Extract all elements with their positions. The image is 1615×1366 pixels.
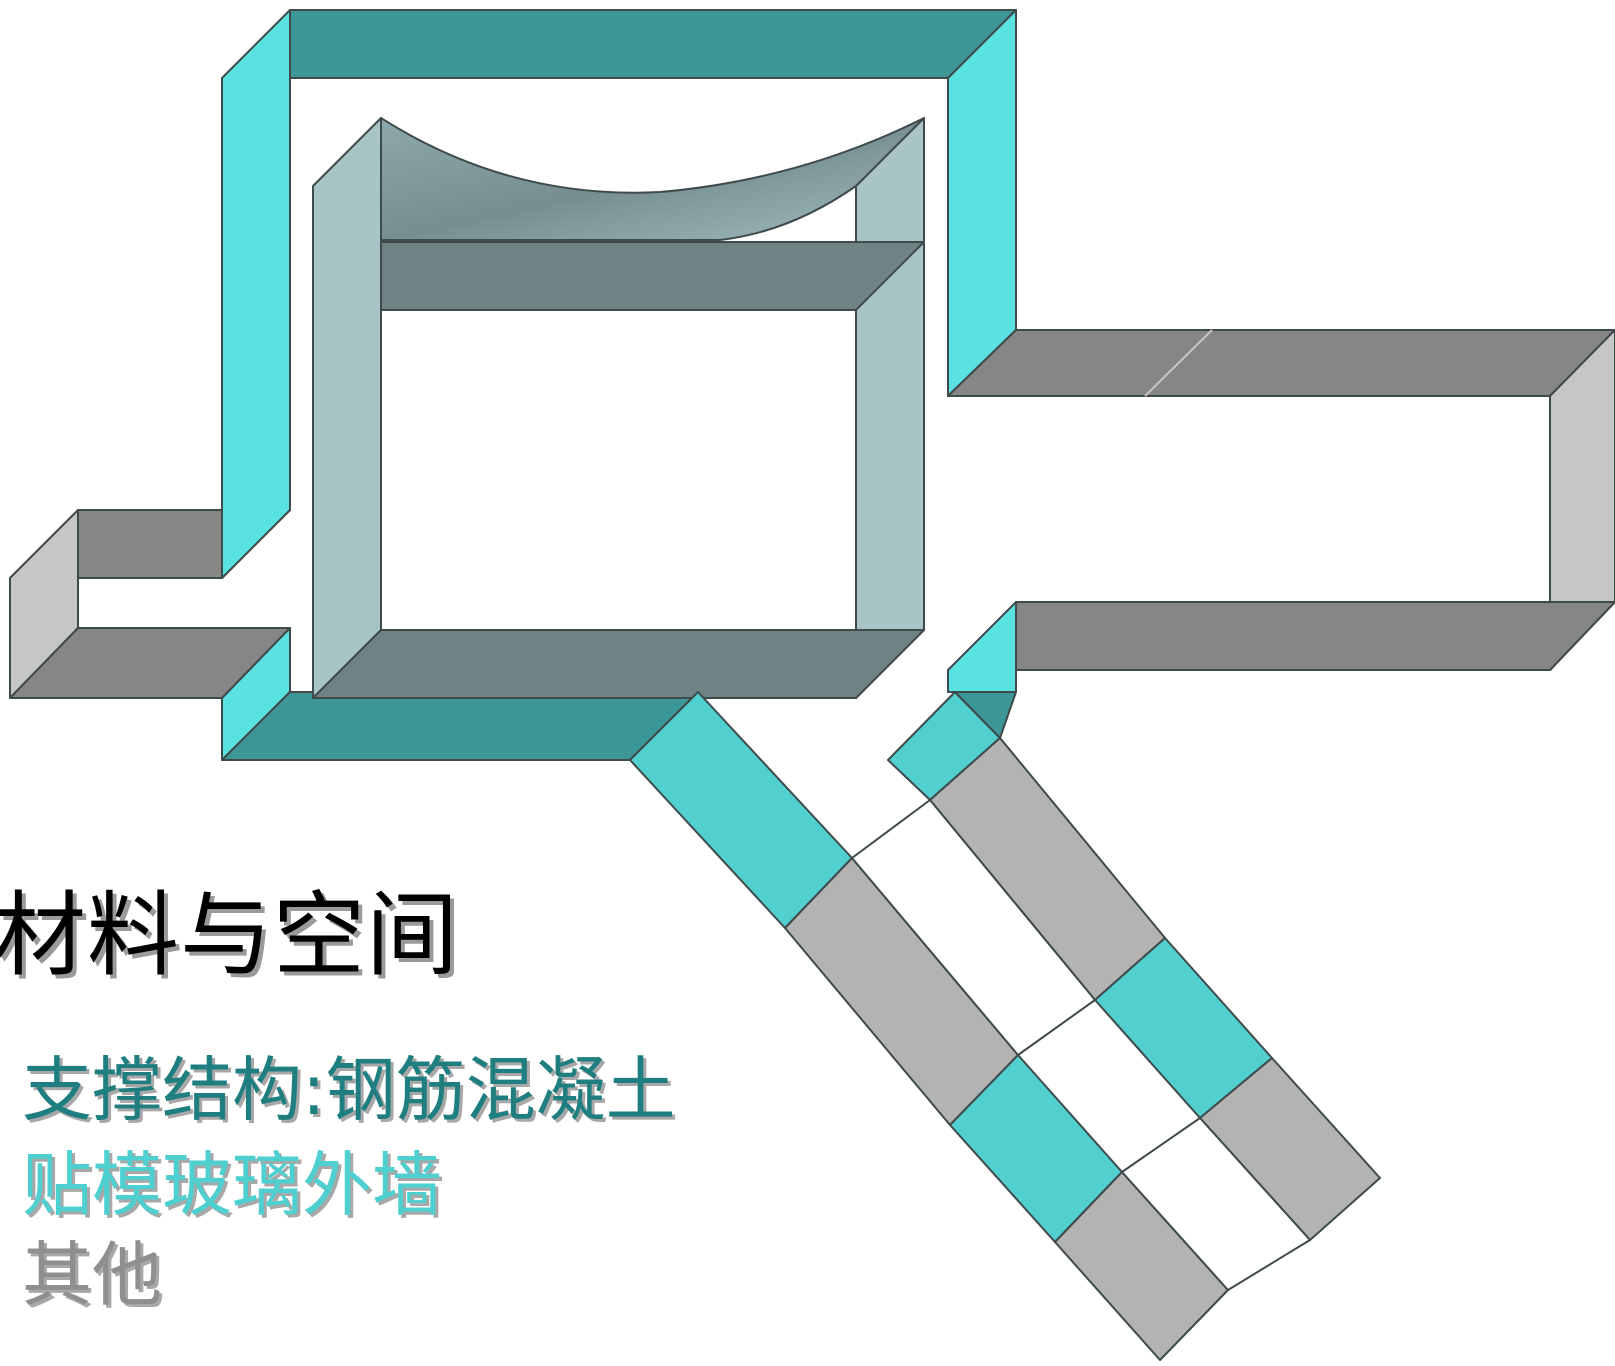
right-extension-side-face	[1549, 329, 1615, 671]
legend-item-structure: 支撑结构:钢筋混凝土	[22, 1049, 676, 1131]
outer-frame	[221, 9, 1017, 761]
outer-frame-right-lower-side	[947, 601, 1017, 693]
right-gray-extension	[947, 329, 1615, 671]
outer-frame-top-band	[289, 9, 1017, 79]
legend-item-glass-wall: 贴模玻璃外墙	[22, 1144, 442, 1226]
right-extension-top-band	[947, 329, 1615, 397]
legend-item-other: 其他	[22, 1234, 162, 1316]
outer-frame-bottom-band	[221, 691, 699, 761]
inner-top-beam	[380, 241, 925, 311]
left-gray-extension	[9, 509, 291, 699]
inner-room	[312, 117, 925, 699]
curved-roof	[380, 117, 925, 241]
inner-bottom-beam	[312, 629, 925, 699]
outer-frame-right-side	[947, 9, 1017, 397]
wing-top-connector	[954, 691, 1017, 739]
diagonal-wing	[629, 691, 1381, 1361]
diagram-title: 材料与空间	[0, 882, 460, 989]
inner-left-wall	[312, 117, 382, 699]
wing-opening-lower	[1121, 1117, 1311, 1291]
outer-frame-left-side	[221, 9, 291, 579]
inner-room-opening	[380, 309, 857, 631]
right-extension-bottom-band	[1015, 601, 1615, 671]
inner-right-wall	[855, 117, 925, 699]
wing-opening-upper	[851, 799, 1096, 1056]
